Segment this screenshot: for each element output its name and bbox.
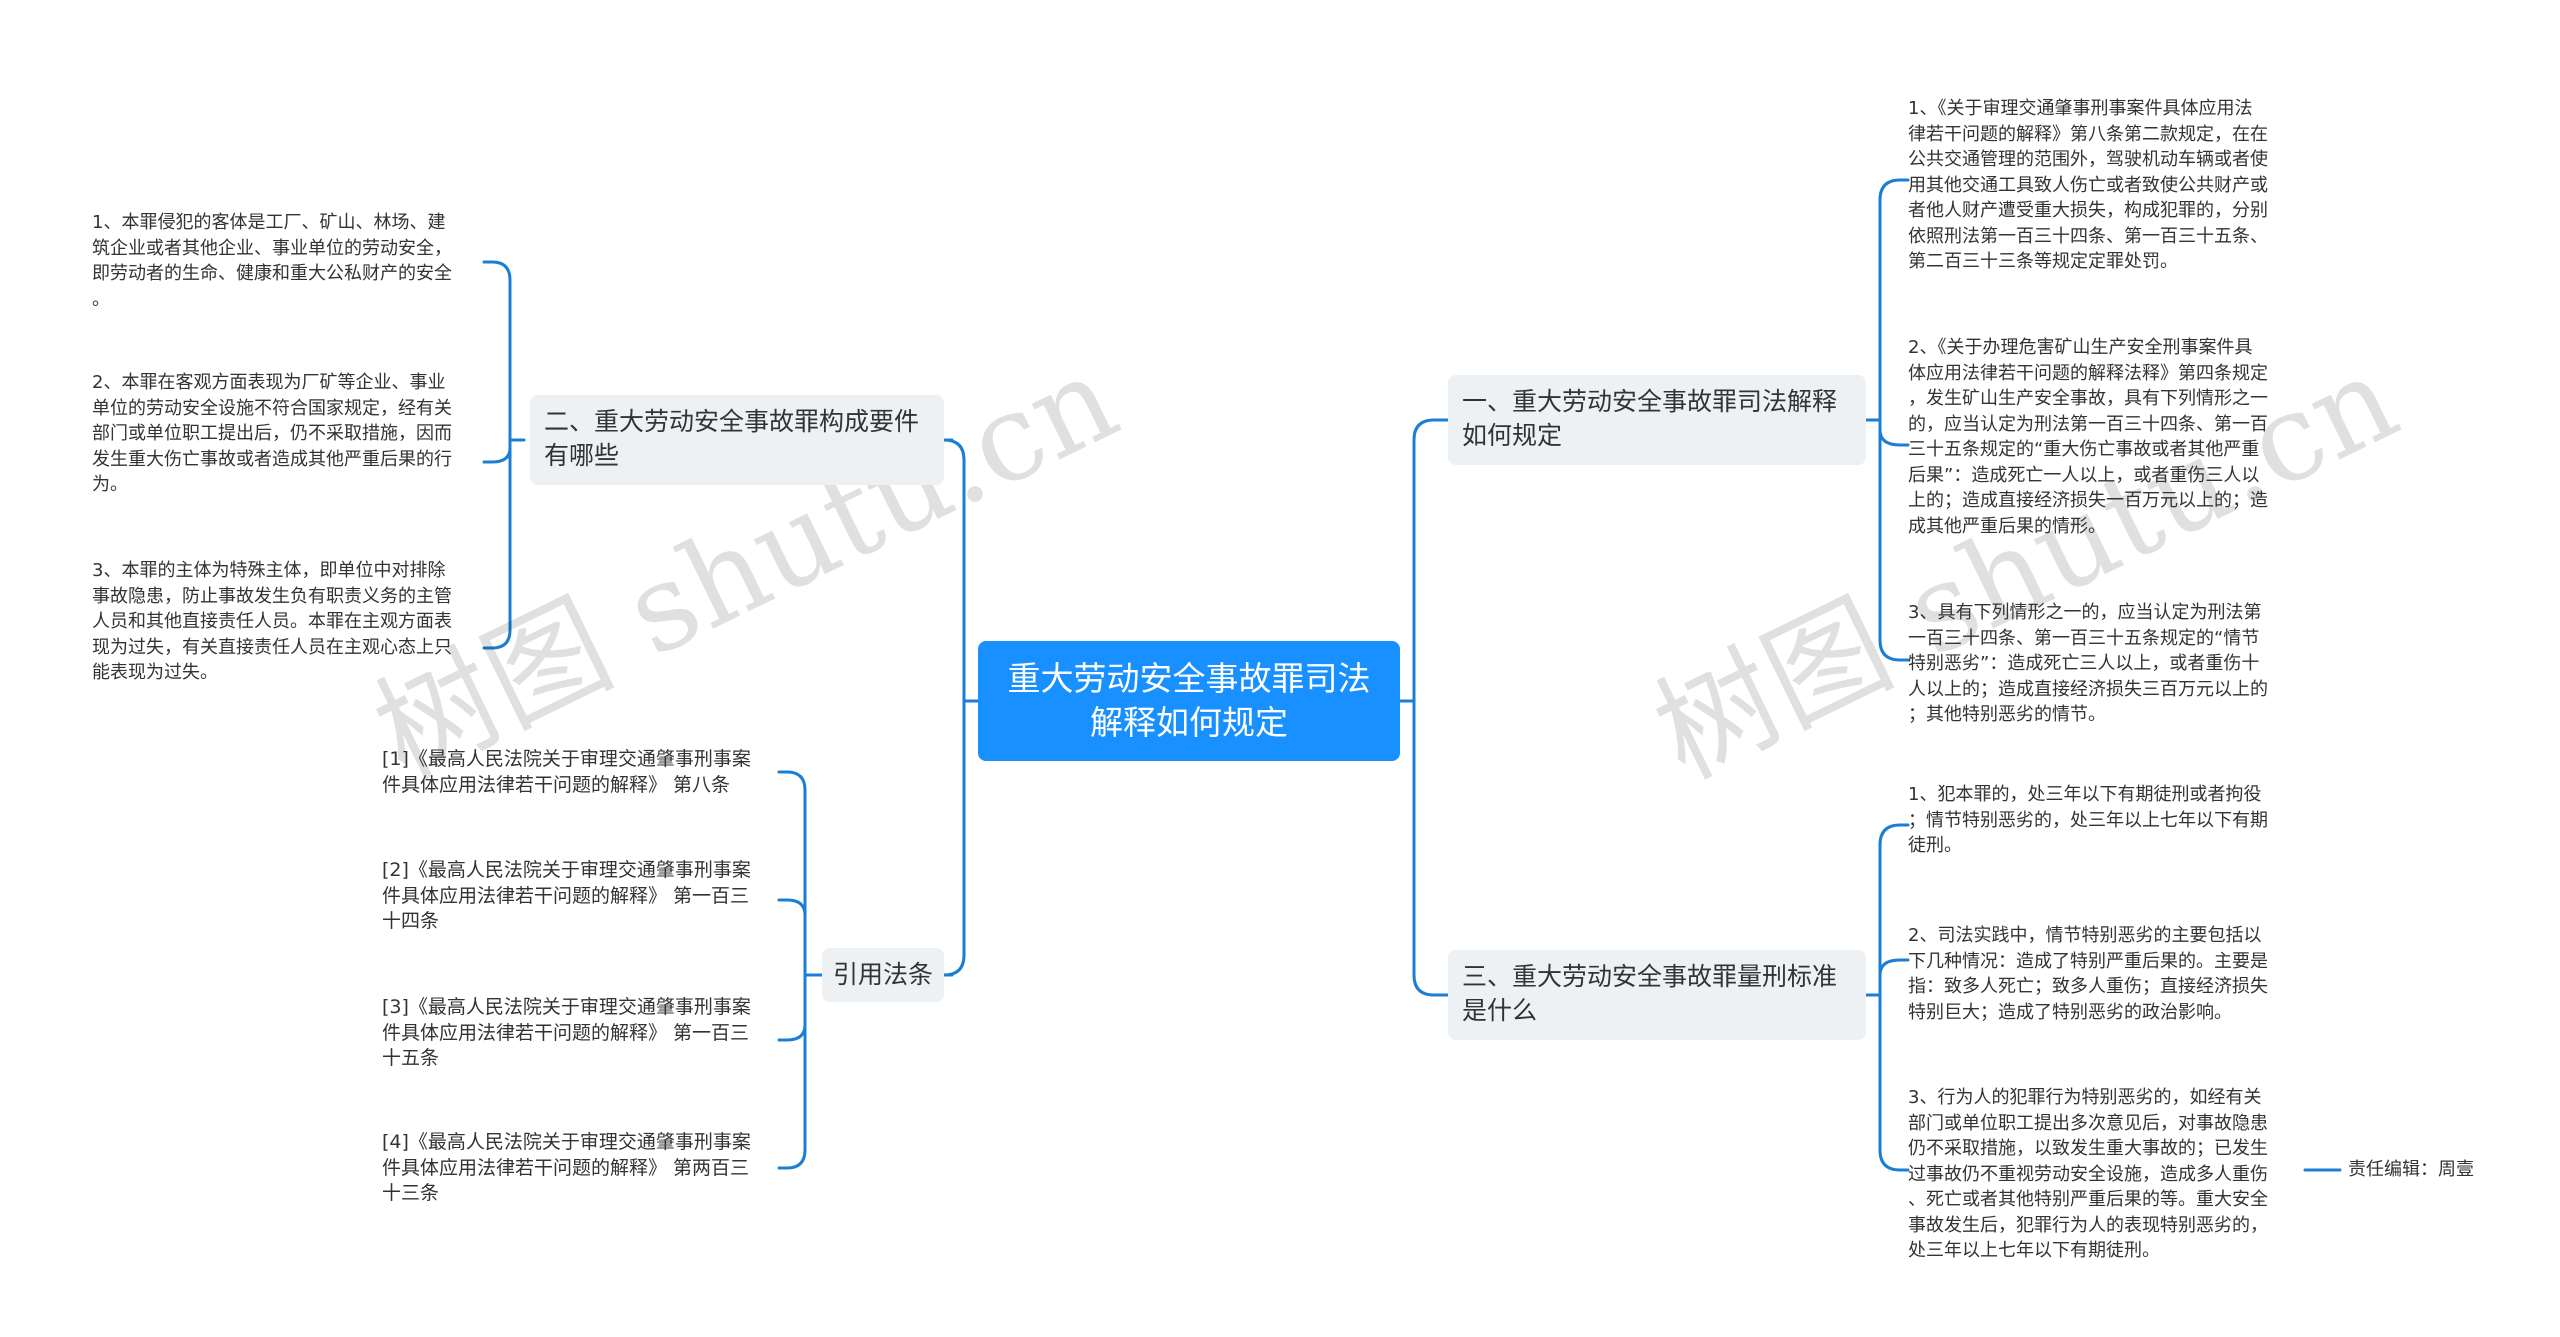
ref-article-2: [2]《最高人民法院关于审理交通肇事刑事案 件具体应用法律若干问题的解释》 第一…	[382, 859, 751, 932]
leaf-b1-2: 2、《关于办理危害矿山生产安全刑事案件具 体应用法律若干问题的解释法释》第四条规…	[1908, 337, 2268, 537]
branch-constituent-elements[interactable]: 二、重大劳动安全事故罪构成要件有哪些	[530, 395, 944, 485]
branch-label: 三、重大劳动安全事故罪量刑标准是什么	[1462, 962, 1838, 1025]
leaf-b2-3: 3、本罪的主体为特殊主体，即单位中对排除 事故隐患，防止事故发生负有职责义务的主…	[92, 560, 452, 683]
branch-label: 二、重大劳动安全事故罪构成要件有哪些	[544, 407, 920, 470]
connector-b1-bracket	[1864, 178, 1910, 662]
branch-judicial-interpretation[interactable]: 一、重大劳动安全事故罪司法解释如何规定	[1448, 375, 1866, 465]
branch-cited-articles[interactable]: 引用法条	[822, 948, 944, 1002]
connector-root-b3	[1398, 699, 1450, 997]
leaf-b3-2: 2、司法实践中，情节特别恶劣的主要包括以 下几种情况：造成了特别严重后果的。主要…	[1908, 925, 2268, 1023]
connector-b4-bracket	[777, 770, 824, 1170]
ref-article-3: [3]《最高人民法院关于审理交通肇事刑事案 件具体应用法律若干问题的解释》 第一…	[382, 996, 751, 1069]
leaf-b3-3: 3、行为人的犯罪行为特别恶劣的，如经有关 部门或单位职工提出多次意见后，对事故隐…	[1908, 1087, 2268, 1261]
connector-b2-bracket	[482, 260, 526, 650]
connector-root-b1	[1398, 418, 1450, 703]
connector-root-b2	[943, 438, 980, 703]
root-topic[interactable]: 重大劳动安全事故罪司法解释如何规定	[978, 641, 1400, 761]
branch-label: 引用法条	[832, 960, 933, 989]
ref-article-4: [4]《最高人民法院关于审理交通肇事刑事案 件具体应用法律若干问题的解释》 第两…	[382, 1131, 751, 1204]
leaf-b2-1: 1、本罪侵犯的客体是工厂、矿山、林场、建 筑企业或者其他企业、事业单位的劳动安全…	[92, 212, 452, 310]
connector-root-b4	[943, 699, 980, 977]
leaf-b1-3: 3、具有下列情形之一的，应当认定为刑法第 一百三十四条、第一百三十五条规定的“情…	[1908, 602, 2268, 725]
branch-sentencing-standard[interactable]: 三、重大劳动安全事故罪量刑标准是什么	[1448, 950, 1866, 1040]
root-topic-label: 重大劳动安全事故罪司法解释如何规定	[1007, 659, 1371, 742]
connector-b3-bracket	[1864, 823, 1910, 1172]
leaf-b2-2: 2、本罪在客观方面表现为厂矿等企业、事业 单位的劳动安全设施不符合国家规定，经有…	[92, 372, 452, 495]
leaf-b1-1: 1、《关于审理交通肇事刑事案件具体应用法 律若干问题的解释》第八条第二款规定，在…	[1908, 98, 2268, 272]
editor-note: 责任编辑：周壹	[2348, 1159, 2474, 1180]
branch-label: 一、重大劳动安全事故罪司法解释如何规定	[1462, 387, 1838, 450]
leaf-b3-1: 1、犯本罪的，处三年以下有期徒刑或者拘役 ；情节特别恶劣的，处三年以上七年以下有…	[1908, 784, 2268, 856]
ref-article-1: [1]《最高人民法院关于审理交通肇事刑事案 件具体应用法律若干问题的解释》 第八…	[382, 748, 751, 796]
